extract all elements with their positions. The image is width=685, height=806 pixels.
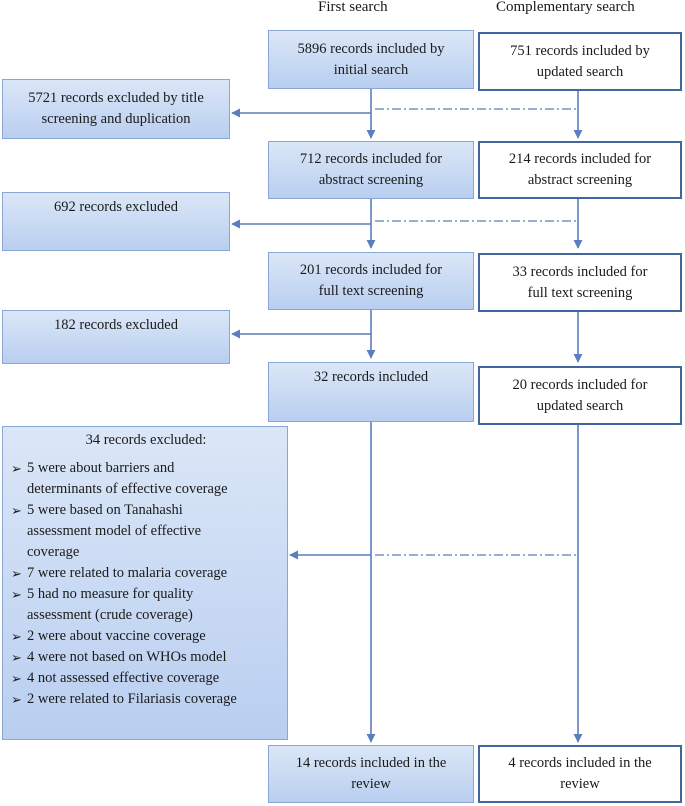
- exclusion-reason: ➢ 5 had no measure for quality assessmen…: [11, 586, 194, 623]
- excluded-final-title: 34 records excluded:: [85, 432, 207, 448]
- arrow-bullet-icon: ➢: [11, 671, 22, 686]
- exclusion-reason: ➢ 2 were about vaccine coverage: [11, 626, 281, 647]
- box-comp-fulltext-screening: 33 records included for full text screen…: [478, 253, 682, 312]
- box-first-abstract-screening: 712 records included for abstract screen…: [268, 141, 474, 199]
- arrow-bullet-icon: ➢: [11, 692, 22, 707]
- exclusion-reason: ➢ 4 were not based on WHOs model: [11, 647, 281, 668]
- exclusion-reason: ➢ 2 were related to Filariasis coverage: [11, 689, 281, 710]
- box-comp-abstract-screening: 214 records included for abstract screen…: [478, 141, 682, 199]
- arrow-bullet-icon: ➢: [11, 587, 22, 602]
- box-excluded-fulltext: 182 records excluded: [2, 310, 230, 364]
- header-complementary-search: Complementary search: [496, 0, 635, 15]
- header-first-search: First search: [318, 0, 388, 15]
- exclusion-reasons-list: ➢ 5 were about barriers and determinants…: [11, 458, 281, 710]
- exclusion-reason: ➢ 5 were about barriers and determinants…: [11, 460, 228, 497]
- box-comp-included: 20 records included for updated search: [478, 366, 682, 425]
- arrow-bullet-icon: ➢: [11, 650, 22, 665]
- arrow-bullet-icon: ➢: [11, 629, 22, 644]
- arrow-bullet-icon: ➢: [11, 461, 22, 476]
- exclusion-reason: ➢ 7 were related to malaria coverage: [11, 563, 281, 584]
- box-first-fulltext-screening: 201 records included for full text scree…: [268, 252, 474, 310]
- box-first-included: 32 records included: [268, 362, 474, 422]
- box-excluded-final: 34 records excluded: ➢ 5 were about barr…: [2, 426, 288, 740]
- arrow-bullet-icon: ➢: [11, 503, 22, 518]
- arrow-bullet-icon: ➢: [11, 566, 22, 581]
- box-first-review: 14 records included in the review: [268, 745, 474, 803]
- exclusion-reason: ➢ 5 were based on Tanahashi assessment m…: [11, 502, 202, 560]
- box-excluded-abstract: 692 records excluded: [2, 192, 230, 251]
- box-comp-review: 4 records included in the review: [478, 745, 682, 803]
- box-first-initial-search: 5896 records included by initial search: [268, 30, 474, 89]
- box-comp-updated-search: 751 records included by updated search: [478, 32, 682, 91]
- exclusion-reason: ➢ 4 not assessed effective coverage: [11, 668, 281, 689]
- box-excluded-title-screening: 5721 records excluded by title screening…: [2, 79, 230, 139]
